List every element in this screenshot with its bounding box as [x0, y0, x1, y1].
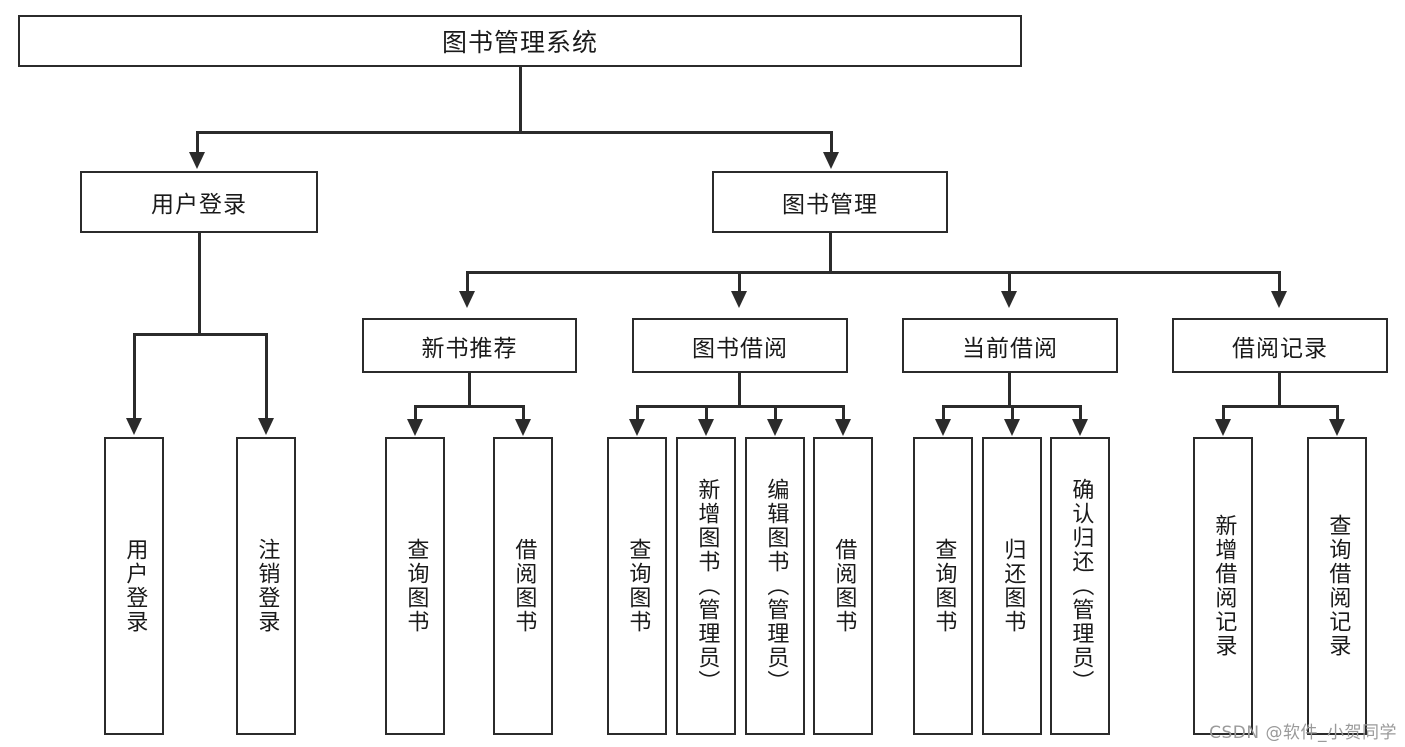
edge-new-book-stem	[468, 373, 471, 407]
arrowhead-current-borrow-leaf-1	[935, 419, 951, 436]
arrowhead-book-borrow-leaf-1	[629, 419, 645, 436]
leaf-current-borrow-confirm[interactable]: 确认归还（管理员）	[1050, 437, 1110, 735]
leaf-book-borrow-borrow[interactable]: 借阅图书	[813, 437, 873, 735]
edge-borrow-record-bus	[1222, 405, 1338, 408]
edge-book-borrow-drop-3	[774, 405, 777, 421]
edge-user-login-stem	[198, 233, 201, 335]
node-label: 用户登录	[122, 538, 148, 634]
arrowhead-current-borrow-leaf-2	[1004, 419, 1020, 436]
arrowhead-new-book-leaf-1	[407, 419, 423, 436]
edge-to-book-borrow	[738, 271, 741, 293]
edge-current-borrow-drop-3	[1079, 405, 1082, 421]
arrowhead-to-borrow-record	[1271, 291, 1287, 308]
node-label: 借阅记录	[1232, 335, 1328, 362]
leaf-current-borrow-query[interactable]: 查询图书	[913, 437, 973, 735]
node-label: 图书管理系统	[441, 28, 598, 57]
leaf-book-borrow-edit[interactable]: 编辑图书（管理员）	[745, 437, 805, 735]
edge-borrow-record-drop-2	[1336, 405, 1339, 421]
arrowhead-user-login-leaf-1	[126, 418, 142, 435]
node-label: 编辑图书（管理员）	[763, 478, 789, 694]
node-label: 查询借阅记录	[1325, 514, 1351, 658]
edge-book-borrow-drop-4	[842, 405, 845, 421]
edge-book-borrow-bus	[636, 405, 844, 408]
leaf-current-borrow-return[interactable]: 归还图书	[982, 437, 1042, 735]
arrowhead-book-borrow-leaf-2	[698, 419, 714, 436]
edge-book-borrow-stem	[738, 373, 741, 407]
arrowhead-book-borrow-leaf-3	[767, 419, 783, 436]
node-label: 新增借阅记录	[1211, 514, 1237, 658]
node-label: 借阅图书	[511, 538, 537, 634]
edge-current-borrow-stem	[1008, 373, 1011, 407]
leaf-borrow-record-query[interactable]: 查询借阅记录	[1307, 437, 1367, 735]
node-label: 注销登录	[254, 538, 280, 634]
edge-current-borrow-drop-1	[942, 405, 945, 421]
node-current-borrow[interactable]: 当前借阅	[902, 318, 1118, 373]
leaf-user-login-logout[interactable]: 注销登录	[236, 437, 296, 735]
csdn-watermark: CSDN @软件_小贺同学	[1209, 723, 1397, 743]
node-label: 查询图书	[931, 538, 957, 634]
node-label: 当前借阅	[962, 335, 1058, 362]
edge-to-borrow-record	[1278, 271, 1281, 293]
arrowhead-to-user-login	[189, 152, 205, 169]
edge-book-manage-stem	[829, 233, 832, 273]
arrowhead-to-current-borrow	[1001, 291, 1017, 308]
arrowhead-borrow-record-leaf-2	[1329, 419, 1345, 436]
edge-to-user-login	[196, 131, 199, 155]
arrowhead-current-borrow-leaf-3	[1072, 419, 1088, 436]
edge-book-borrow-drop-1	[636, 405, 639, 421]
node-borrow-record[interactable]: 借阅记录	[1172, 318, 1388, 373]
edge-new-book-drop-2	[522, 405, 525, 421]
edge-level2-bus	[466, 271, 1281, 274]
edge-user-login-bus	[133, 333, 267, 336]
arrowhead-to-new-book	[459, 291, 475, 308]
edge-book-borrow-drop-2	[705, 405, 708, 421]
node-book-borrow[interactable]: 图书借阅	[632, 318, 848, 373]
node-label: 新增图书（管理员）	[694, 478, 720, 694]
node-label: 确认归还（管理员）	[1068, 478, 1094, 694]
edge-to-new-book	[466, 271, 469, 293]
edge-level1-bus	[196, 131, 832, 134]
leaf-new-book-query[interactable]: 查询图书	[385, 437, 445, 735]
node-label: 归还图书	[1000, 538, 1026, 634]
leaf-borrow-record-add[interactable]: 新增借阅记录	[1193, 437, 1253, 735]
node-label: 查询图书	[403, 538, 429, 634]
node-root-system[interactable]: 图书管理系统	[18, 15, 1022, 67]
node-book-management[interactable]: 图书管理	[712, 171, 948, 233]
edge-root-stem	[519, 67, 522, 131]
edge-to-current-borrow	[1008, 271, 1011, 293]
edge-new-book-bus	[414, 405, 524, 408]
edge-borrow-record-drop-1	[1222, 405, 1225, 421]
arrowhead-new-book-leaf-2	[515, 419, 531, 436]
edge-current-borrow-drop-2	[1011, 405, 1014, 421]
leaf-book-borrow-query[interactable]: 查询图书	[607, 437, 667, 735]
node-new-book-recommend[interactable]: 新书推荐	[362, 318, 577, 373]
arrowhead-user-login-leaf-2	[258, 418, 274, 435]
edge-user-login-drop-1	[133, 333, 136, 420]
arrowhead-book-borrow-leaf-4	[835, 419, 851, 436]
arrowhead-borrow-record-leaf-1	[1215, 419, 1231, 436]
edge-user-login-drop-2	[265, 333, 268, 420]
node-user-login[interactable]: 用户登录	[80, 171, 318, 233]
leaf-book-borrow-add[interactable]: 新增图书（管理员）	[676, 437, 736, 735]
edge-new-book-drop-1	[414, 405, 417, 421]
node-label: 借阅图书	[831, 538, 857, 634]
leaf-user-login-login[interactable]: 用户登录	[104, 437, 164, 735]
arrowhead-to-book-borrow	[731, 291, 747, 308]
node-label: 图书管理	[782, 192, 878, 218]
edge-borrow-record-stem	[1278, 373, 1281, 407]
leaf-new-book-borrow[interactable]: 借阅图书	[493, 437, 553, 735]
node-label: 图书借阅	[692, 335, 788, 362]
node-label: 用户登录	[151, 192, 247, 218]
node-label: 查询图书	[625, 538, 651, 634]
edge-to-book-manage	[830, 131, 833, 155]
arrowhead-to-book-manage	[823, 152, 839, 169]
node-label: 新书推荐	[421, 335, 518, 362]
